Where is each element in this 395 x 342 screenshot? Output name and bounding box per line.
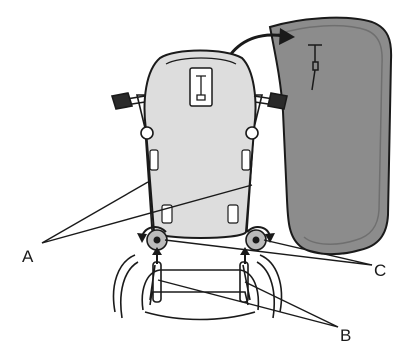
backrest-handle-icon xyxy=(190,68,212,106)
callout-label-b: B xyxy=(340,326,351,342)
callout-label-c: C xyxy=(374,261,386,280)
upper-knob-right xyxy=(246,127,258,139)
upper-knob-left xyxy=(141,127,153,139)
back-cushion xyxy=(270,18,391,254)
lever-knob-right xyxy=(246,230,266,250)
callout-label-a: A xyxy=(22,247,34,266)
